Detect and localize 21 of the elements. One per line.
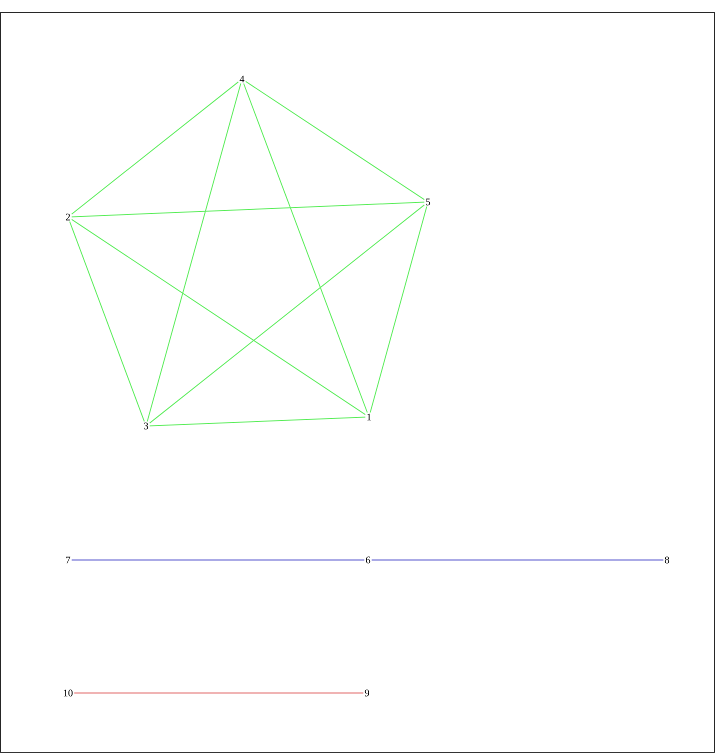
vertex-label: 5 bbox=[426, 198, 430, 206]
edge-line bbox=[74, 692, 364, 694]
vertex-label: 7 bbox=[66, 556, 70, 564]
edge-line bbox=[149, 204, 425, 424]
edge-line bbox=[71, 218, 366, 416]
edge-line bbox=[69, 221, 145, 422]
vertex-label: 8 bbox=[664, 556, 670, 564]
edge-line bbox=[149, 416, 366, 426]
edge-line bbox=[71, 202, 425, 218]
edge-line bbox=[71, 81, 239, 215]
vertex-label: 1 bbox=[367, 414, 371, 420]
vertex-label: 3 bbox=[144, 422, 148, 430]
vertex-label: 10 bbox=[64, 690, 73, 696]
vertex-label: 2 bbox=[66, 214, 70, 220]
vertex-label: 9 bbox=[364, 690, 370, 696]
edge-line bbox=[243, 83, 368, 413]
edge-line bbox=[245, 80, 425, 200]
vertex-label: 6 bbox=[366, 556, 370, 564]
edge-line bbox=[146, 83, 242, 422]
edge-line bbox=[370, 206, 428, 413]
vertex-label: 4 bbox=[240, 76, 244, 82]
